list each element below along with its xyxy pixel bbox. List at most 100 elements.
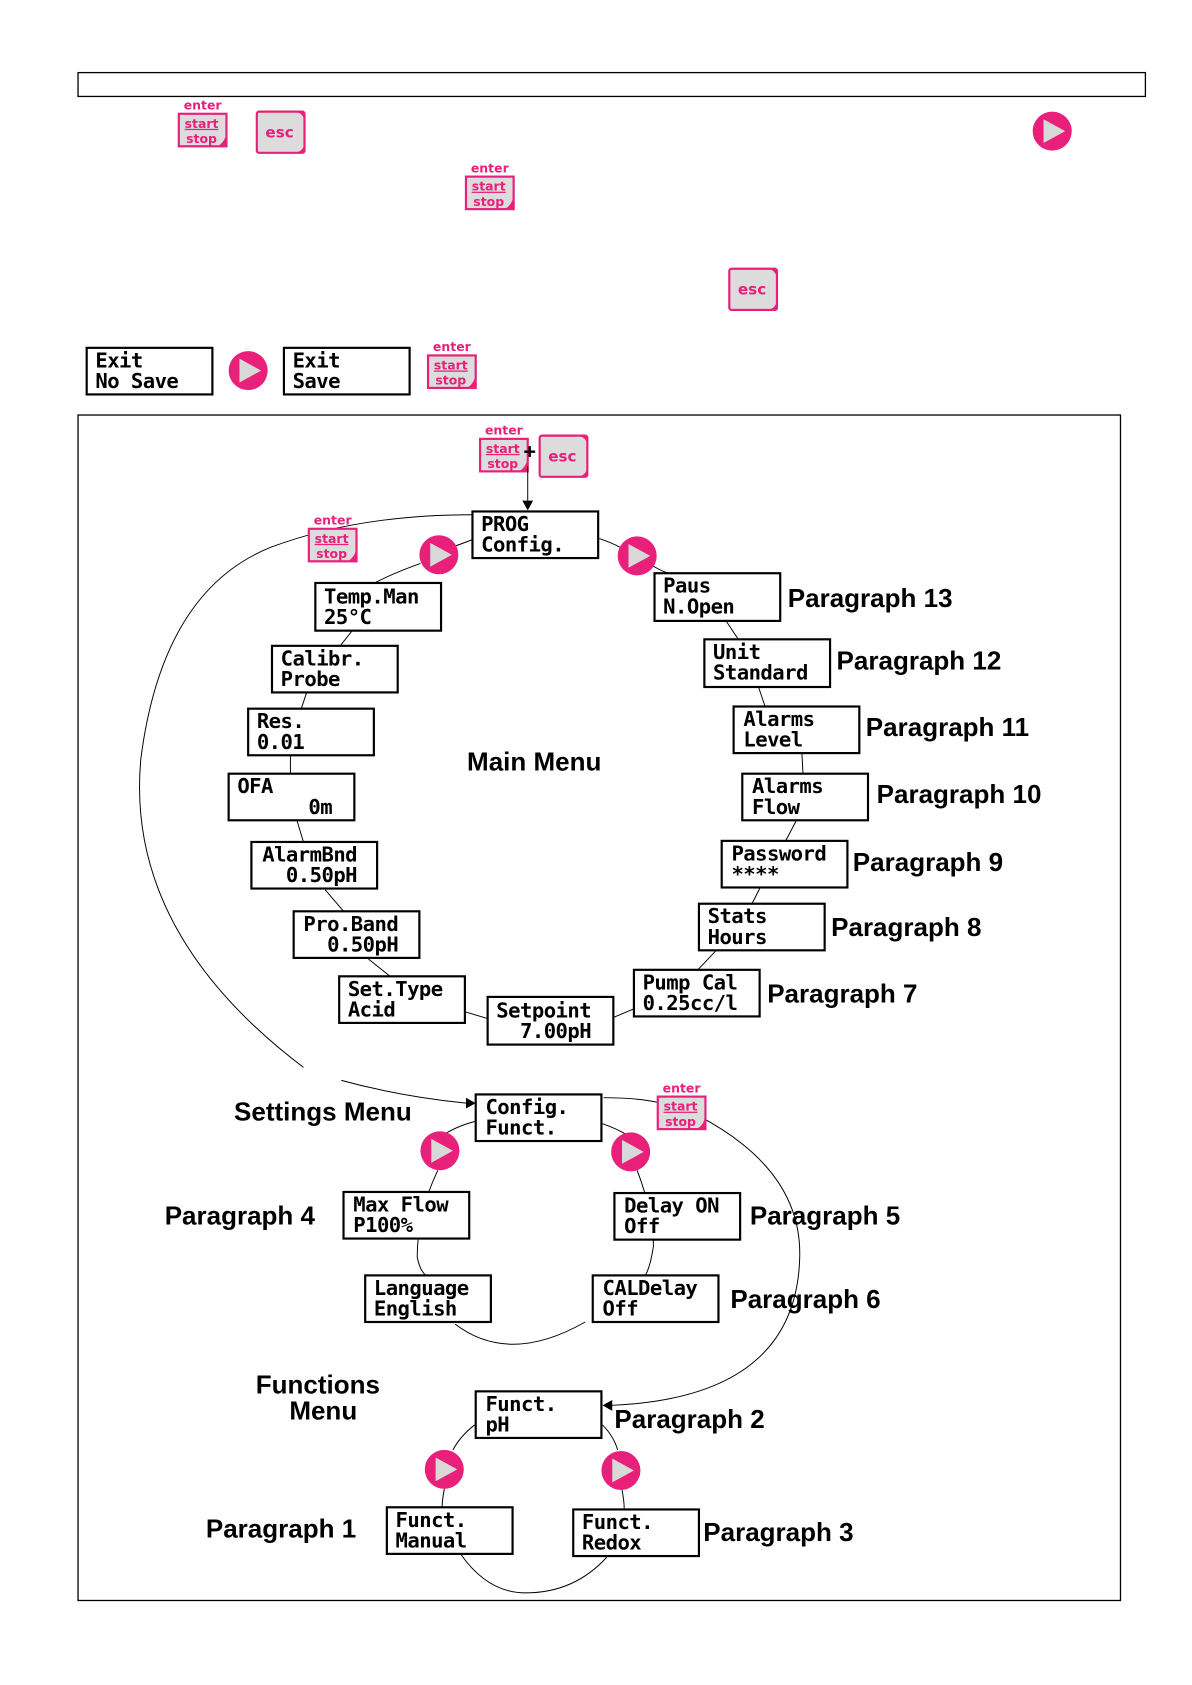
lcd-line2: English bbox=[374, 1296, 457, 1320]
lcd-res: Res. 0.01 bbox=[247, 707, 375, 757]
lcd-exit-save: Exit Save bbox=[282, 346, 411, 396]
settings-menu-title: Settings Menu bbox=[234, 1096, 412, 1126]
lcd-line2: P100% bbox=[353, 1213, 413, 1237]
lcd-line1: Pump Cal bbox=[643, 970, 738, 994]
enter-start-stop-key-icon bbox=[656, 1079, 707, 1131]
lcd-delay-on: Delay ON Off bbox=[613, 1191, 742, 1241]
lcd-ofa: OFA 0m bbox=[227, 772, 356, 822]
lcd-line1: Alarms bbox=[743, 707, 814, 731]
esc-key-icon bbox=[255, 110, 306, 154]
arrow-right-icon bbox=[465, 1097, 476, 1109]
paragraph-ref: Paragraph 4 bbox=[165, 1200, 316, 1230]
lcd-line1: Funct. bbox=[485, 1392, 556, 1416]
lcd-calibr-probe: Calibr. Probe bbox=[270, 644, 399, 694]
lcd-line2: 7.00pH bbox=[496, 1019, 591, 1043]
lcd-line1: Config. bbox=[485, 1095, 568, 1119]
lcd-paus: Paus N.Open bbox=[653, 572, 782, 622]
lcd-language: Language English bbox=[364, 1274, 492, 1324]
lcd-unit: Unit Standard bbox=[703, 638, 832, 689]
lcd-line2: Flow bbox=[752, 795, 801, 819]
lcd-line2: N.Open bbox=[663, 594, 734, 618]
lcd-line2: Config. bbox=[481, 533, 564, 557]
lcd-max-flow: Max Flow P100% bbox=[342, 1190, 471, 1240]
functions-menu-title: Functions bbox=[256, 1370, 380, 1400]
esc-key-icon bbox=[538, 434, 589, 478]
lcd-line1: Temp.Man bbox=[324, 585, 419, 609]
next-arrow-icon bbox=[1032, 111, 1072, 151]
enter-start-stop-key-icon bbox=[307, 511, 358, 563]
plus-sign: + bbox=[523, 438, 536, 463]
lcd-exit-no-save: Exit No Save bbox=[85, 346, 214, 396]
enter-start-stop-key-icon bbox=[478, 421, 529, 473]
lcd-line1: Calibr. bbox=[281, 646, 364, 670]
paragraph-ref: Paragraph 13 bbox=[788, 583, 953, 613]
paragraph-ref: Paragraph 8 bbox=[831, 912, 981, 942]
paragraph-ref: Paragraph 7 bbox=[767, 978, 917, 1008]
paragraph-ref: Paragraph 11 bbox=[866, 712, 1029, 742]
lcd-line2: No Save bbox=[95, 369, 178, 393]
lcd-line2: Off bbox=[624, 1214, 660, 1238]
lcd-line1: Password bbox=[731, 841, 826, 865]
lcd-line1: CALDelay bbox=[603, 1276, 698, 1300]
paragraph-ref: Paragraph 1 bbox=[206, 1514, 356, 1544]
lcd-line1: AlarmBnd bbox=[262, 842, 357, 866]
lcd-config-funct: Config. Funct. bbox=[474, 1093, 603, 1143]
lcd-line2: 0.25cc/l bbox=[643, 991, 738, 1015]
lcd-line2: Off bbox=[603, 1296, 639, 1320]
lcd-line1: Setpoint bbox=[496, 999, 591, 1023]
paragraph-ref: Paragraph 3 bbox=[703, 1517, 853, 1547]
paragraph-ref: Paragraph 6 bbox=[730, 1284, 880, 1314]
lcd-line1: Delay ON bbox=[624, 1194, 719, 1218]
lcd-set-type: Set.Type Acid bbox=[338, 975, 466, 1025]
paragraph-ref: Paragraph 10 bbox=[877, 779, 1042, 809]
main-menu-title: Main Menu bbox=[467, 746, 601, 776]
esc-key-icon bbox=[728, 267, 779, 311]
next-arrow-icon bbox=[228, 351, 268, 391]
paragraph-ref: Paragraph 2 bbox=[614, 1404, 764, 1434]
lcd-line2: Redox bbox=[582, 1531, 641, 1555]
lcd-line1: Res. bbox=[257, 709, 304, 733]
next-arrow-icon bbox=[617, 536, 657, 576]
lcd-line1: Pro.Band bbox=[303, 912, 398, 936]
next-arrow-icon bbox=[424, 1449, 464, 1489]
enter-start-stop-key-icon bbox=[464, 159, 515, 211]
lcd-pump-cal: Pump Cal 0.25cc/l bbox=[632, 968, 761, 1018]
lcd-line2: 0.50pH bbox=[303, 932, 398, 956]
header-box bbox=[77, 71, 1147, 98]
loop-connector bbox=[341, 1079, 467, 1104]
lcd-line2: Level bbox=[743, 728, 802, 752]
paragraph-ref: Paragraph 9 bbox=[853, 847, 1003, 877]
lcd-alarms-flow: Alarms Flow bbox=[741, 772, 870, 822]
enter-start-stop-key-icon bbox=[426, 338, 477, 390]
lcd-line1: Language bbox=[374, 1276, 469, 1300]
lcd-line2: **** bbox=[731, 862, 779, 886]
lcd-line2: 25°C bbox=[324, 605, 371, 629]
lcd-prog-config: PROG Config. bbox=[471, 510, 600, 560]
lcd-setpoint: Setpoint 7.00pH bbox=[486, 995, 615, 1046]
lcd-line1: PROG bbox=[481, 512, 529, 536]
lcd-line1: Exit bbox=[293, 348, 340, 372]
lcd-line1: Alarms bbox=[752, 774, 823, 798]
next-arrow-icon bbox=[420, 1131, 460, 1171]
lcd-pro-band: Pro.Band 0.50pH bbox=[292, 910, 421, 959]
lcd-line2: Probe bbox=[281, 667, 340, 691]
lcd-line2: Save bbox=[293, 369, 341, 393]
lcd-line2: Funct. bbox=[485, 1116, 556, 1140]
lcd-line1: Max Flow bbox=[353, 1192, 449, 1216]
lcd-line1: Unit bbox=[713, 640, 760, 664]
lcd-line2: 0m bbox=[237, 795, 332, 819]
lcd-line2: Hours bbox=[708, 925, 767, 949]
lcd-line1: Funct. bbox=[396, 1508, 467, 1532]
lcd-line2: Manual bbox=[396, 1528, 467, 1552]
paragraph-ref: Paragraph 5 bbox=[750, 1200, 900, 1230]
lcd-line1: OFA bbox=[237, 774, 274, 798]
lcd-line2: Standard bbox=[713, 660, 808, 684]
lcd-funct-redox: Funct. Redox bbox=[572, 1508, 701, 1558]
lcd-alarms-level: Alarms Level bbox=[732, 705, 861, 755]
next-arrow-icon bbox=[601, 1450, 641, 1490]
next-arrow-icon bbox=[611, 1132, 651, 1172]
lcd-password: Password **** bbox=[720, 839, 849, 889]
lcd-line2: pH bbox=[485, 1412, 509, 1436]
lcd-temp-man: Temp.Man 25°C bbox=[314, 581, 443, 632]
